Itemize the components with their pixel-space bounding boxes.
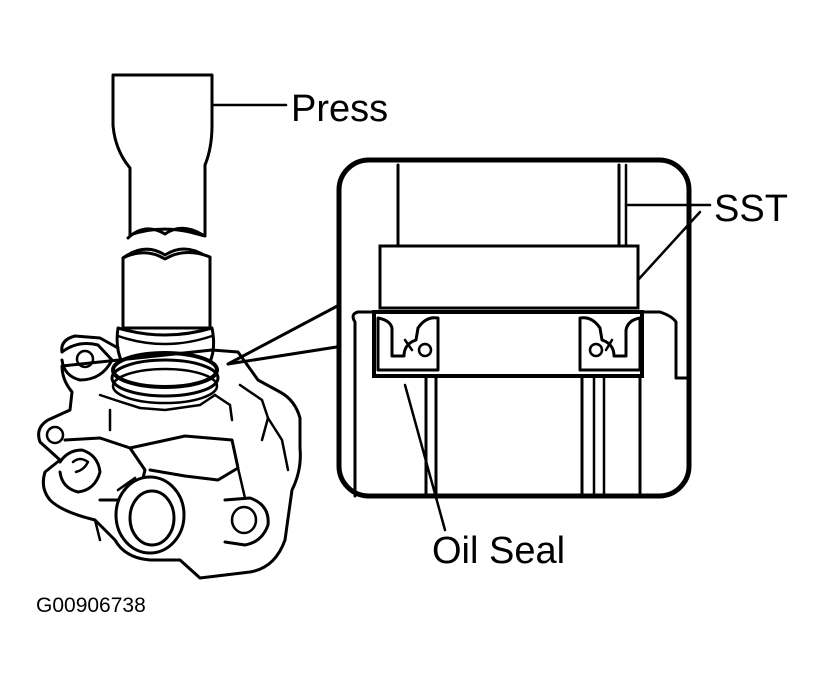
leader-lines (210, 103, 712, 532)
oil-seal-label: Oil Seal (432, 530, 565, 572)
pump-body (37, 334, 302, 580)
press-shaft (111, 73, 216, 372)
detail-inset (336, 157, 692, 499)
oil-seal-leader (403, 383, 447, 532)
sst-label: SST (714, 188, 788, 230)
figure-id-label: G00906738 (36, 594, 146, 617)
press-label: Press (291, 88, 388, 130)
sst-leader-lower (636, 210, 702, 282)
callout-pointer (226, 301, 345, 366)
